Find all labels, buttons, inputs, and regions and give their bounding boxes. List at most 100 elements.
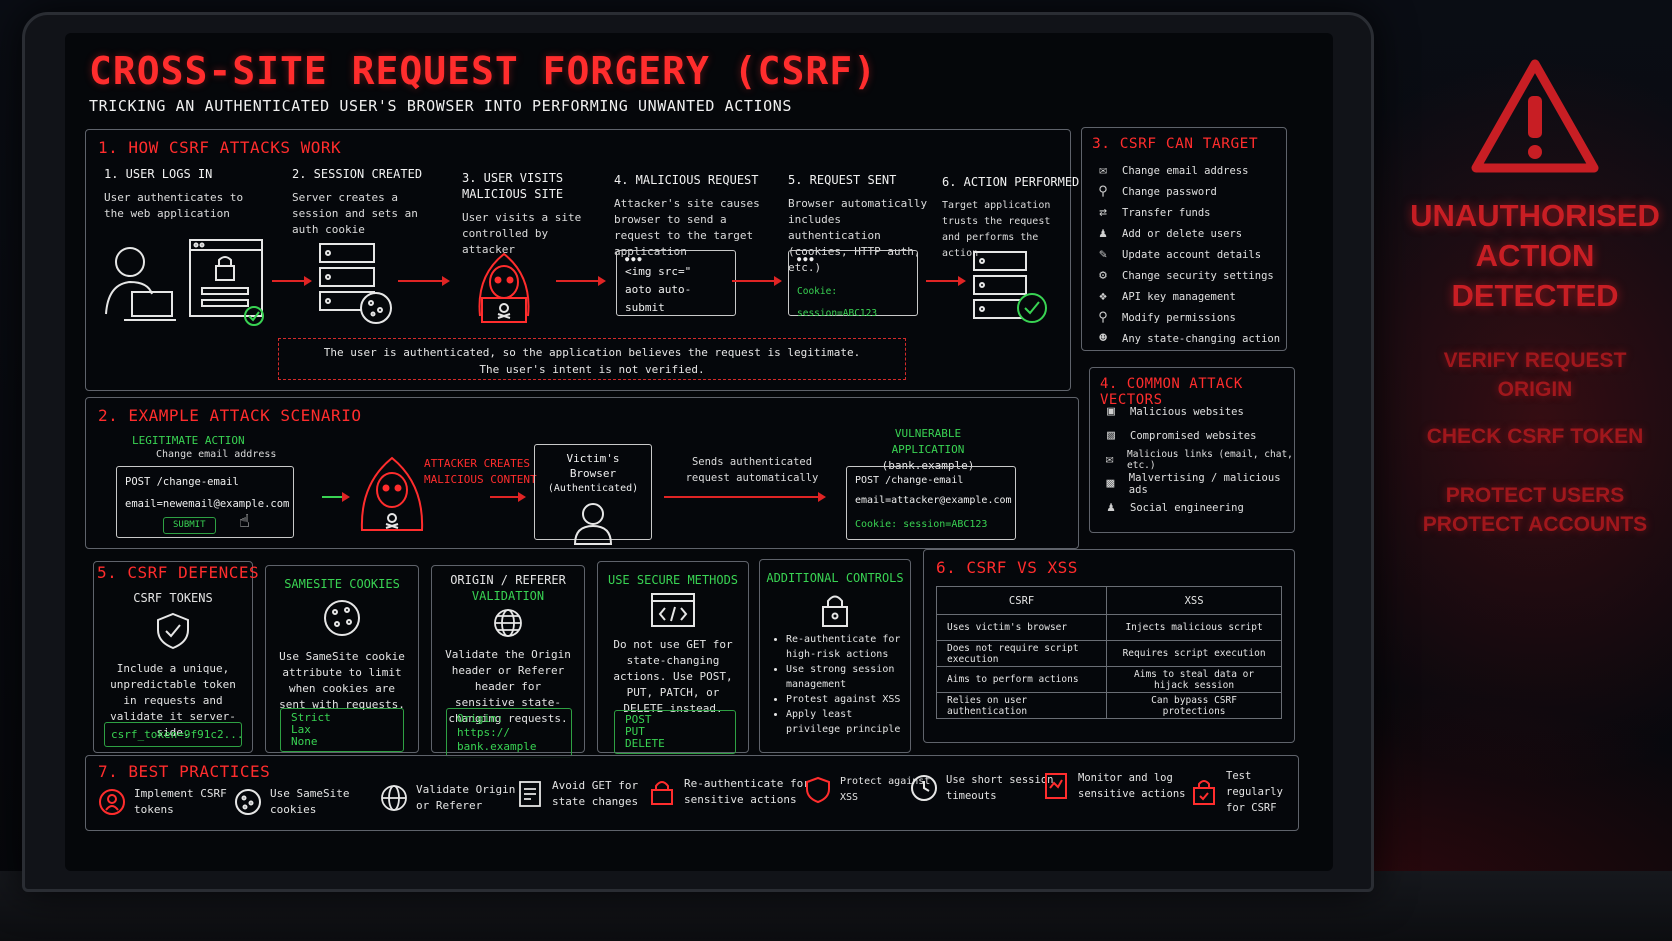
step-6: 6. ACTION PERFORMED Target application t… xyxy=(942,174,1102,262)
vulnerable-label-1: VULNERABLE APPLICATION xyxy=(891,427,965,456)
website-icon: ▣ xyxy=(1107,404,1115,419)
gear-icon: ⚙ xyxy=(1099,267,1107,283)
best-practices-title: 7. BEST PRACTICES xyxy=(98,762,271,781)
how-csrf-works-panel: 1. HOW CSRF ATTACKS WORK 1. USER LOGS IN… xyxy=(85,129,1079,391)
flow-arrow-3 xyxy=(556,276,606,286)
csrf-targets-list: ✉Change email address ⚲Change password ⇄… xyxy=(1094,160,1280,349)
step-5-text: Browser automatically includes authentic… xyxy=(788,197,928,274)
origin-text: Validate the Origin header or Referer he… xyxy=(445,648,571,725)
note-line-2: The user's intent is not verified. xyxy=(479,363,705,376)
step-3-text: User visits a site controlled by attacke… xyxy=(462,211,582,256)
shield-icon xyxy=(806,776,830,804)
page-subtitle: TRICKING AN AUTHENTICATED USER'S BROWSER… xyxy=(89,97,793,115)
csrf-targets-title: 3. CSRF CAN TARGET xyxy=(1092,136,1259,152)
login-window-icon xyxy=(188,238,270,332)
step-2: 2. SESSION CREATED Server creates a sess… xyxy=(292,166,452,238)
cookie-icon xyxy=(324,600,360,636)
tokens-title: CSRF TOKENS xyxy=(133,591,213,605)
target-item: ☻Any state-changing action xyxy=(1094,328,1280,349)
flow-arrow-4 xyxy=(732,276,782,286)
victim-browser-box: Victim's Browser (Authenticated) xyxy=(534,444,652,545)
tokens-code: csrf_token=9f91c2... xyxy=(104,722,243,747)
alert-verify-1: VERIFY REQUEST xyxy=(1443,349,1627,372)
user-icon: ☻ xyxy=(1099,330,1107,346)
document-icon xyxy=(519,781,541,807)
vulnerable-label-2: (bank.example) xyxy=(881,459,975,472)
step-2-title: 2. SESSION CREATED xyxy=(292,167,423,181)
mail-link-icon: ✉ xyxy=(1105,452,1114,467)
samesite-text: Use SameSite cookie attribute to limit w… xyxy=(279,650,405,711)
target-item: ✉Change email address xyxy=(1094,160,1280,181)
defence-samesite: SAMESITE COOKIES Use SameSite cookie att… xyxy=(265,565,419,753)
samesite-values: Strict Lax None xyxy=(280,708,404,752)
permission-icon: ⚲ xyxy=(1098,309,1108,325)
alert-verify-2: ORIGIN xyxy=(1497,378,1573,401)
scenario-arrow-3 xyxy=(664,492,826,502)
step-6-title: 6. ACTION PERFORMED xyxy=(942,175,1080,189)
note-line-1: The user is authenticated, so the applic… xyxy=(323,346,861,359)
vulnerable-app-label: VULNERABLE APPLICATION (bank.example) xyxy=(858,426,998,474)
samesite-title: SAMESITE COOKIES xyxy=(284,577,400,591)
attack-scenario-panel: 2. EXAMPLE ATTACK SCENARIO LEGITIMATE AC… xyxy=(85,397,1079,549)
code-icon xyxy=(651,593,695,627)
globe-icon xyxy=(381,785,407,811)
page-title: CROSS-SITE REQUEST FORGERY (CSRF) xyxy=(89,49,877,93)
alert-title-1: UNAUTHORISED xyxy=(1410,198,1660,233)
defences-title: 5. CSRF DEFENCES xyxy=(97,563,260,582)
globe-icon xyxy=(494,609,522,637)
methods-title: USE SECURE METHODS xyxy=(607,573,739,587)
sends-label: Sends authenticated request automaticall… xyxy=(682,454,822,486)
test-icon xyxy=(1193,780,1215,805)
defence-secure-methods: USE SECURE METHODS Do not use GET for st… xyxy=(597,561,749,754)
target-item: ❖API key management xyxy=(1094,286,1280,307)
authentication-note: The user is authenticated, so the applic… xyxy=(278,338,906,380)
legitimate-action-label: LEGITIMATE ACTION xyxy=(132,434,245,447)
people-icon: ♟ xyxy=(1107,500,1115,515)
padlock-icon xyxy=(822,595,848,627)
attacker-icon xyxy=(354,450,430,540)
monitor-icon xyxy=(1045,773,1067,799)
cursor-icon: ☝ xyxy=(239,511,250,532)
submit-button[interactable]: SUBMIT xyxy=(163,517,216,534)
sends-label-1: Sends authenticated xyxy=(691,456,813,468)
flow-arrow-5 xyxy=(926,276,966,286)
step-1-text: User authenticates to the web applicatio… xyxy=(104,191,244,220)
attack-vectors-title: 4. COMMON ATTACK VECTORS xyxy=(1100,376,1243,408)
key-icon: ⚲ xyxy=(1098,183,1108,199)
users-icon: ♟ xyxy=(1099,225,1107,241)
img-code-line-2: aoto auto-submit xyxy=(625,283,692,314)
malicious-img-box: ●●● <img src=" aoto auto-submit xyxy=(616,250,736,316)
ad-icon: ▩ xyxy=(1106,476,1115,491)
step-5: 5. REQUEST SENT Browser automatically in… xyxy=(788,172,948,276)
vector-item: ▣Malicious websites xyxy=(1102,400,1294,424)
target-item: ⚲Change password xyxy=(1094,181,1280,202)
origin-code: Origin: https:// bank.example xyxy=(446,708,572,758)
step-4-text: Attacker's site causes browser to send a… xyxy=(614,197,760,258)
target-item: ⇄Transfer funds xyxy=(1094,202,1280,223)
vector-item: ♟Social engineering xyxy=(1102,496,1294,520)
hacker-icon xyxy=(466,246,542,330)
scenario-arrow-1 xyxy=(322,492,350,502)
envelope-icon: ✉ xyxy=(1099,162,1107,178)
step-4-title: 4. MALICIOUS REQUEST xyxy=(614,173,759,187)
methods-text: Do not use GET for state-changing action… xyxy=(613,638,733,715)
defence-additional-controls: ADDITIONAL CONTROLS Re-authenticate for … xyxy=(759,559,911,753)
server-check-icon xyxy=(972,250,1052,330)
attacker-label: ATTACKER CREATES MALICIOUS CONTENT xyxy=(424,456,537,488)
target-item: ⚙Change security settings xyxy=(1094,265,1280,286)
token-icon xyxy=(99,789,125,815)
methods-values: POST PUT DELETE xyxy=(614,710,736,754)
